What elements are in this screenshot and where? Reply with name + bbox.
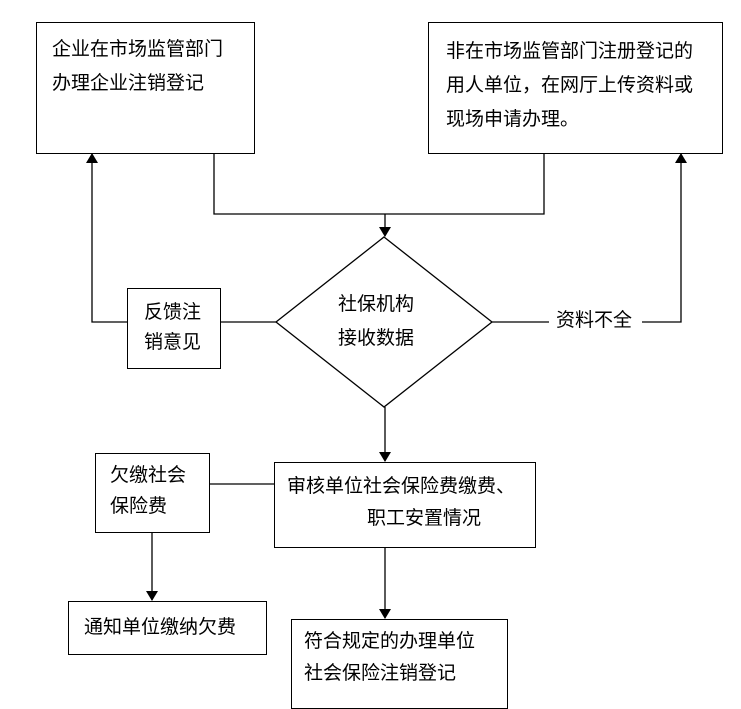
audit-box — [274, 462, 536, 548]
arrow-feedback-to-enterprise — [86, 153, 128, 323]
feedback-box-line1: 反馈注 — [144, 301, 202, 323]
decision-diamond — [274, 236, 494, 408]
compliant-deregistration-box — [291, 619, 508, 709]
connector-enterprise-merge — [213, 153, 545, 215]
enterprise-box-line2: 办理企业注销登记 — [52, 72, 205, 94]
arrow-incomplete-to-non-registered — [642, 153, 687, 323]
arrears-box-line2: 保险费 — [110, 495, 168, 517]
decision-line1: 社保机构 — [338, 293, 415, 315]
non-registered-box-line1: 非在市场监管部门注册登记的 — [446, 40, 694, 62]
non-registered-box-line3: 现场申请办理。 — [446, 108, 580, 130]
incomplete-materials-label: 资料不全 — [556, 309, 633, 331]
non-registered-employer-box — [428, 22, 723, 154]
notify-box-text: 通知单位缴纳欠费 — [84, 616, 237, 638]
audit-box-line2: 职工安置情况 — [367, 507, 482, 529]
enterprise-deregistration-box — [36, 22, 255, 154]
feedback-box-line2: 销意见 — [144, 331, 202, 353]
compliant-box-line2: 社会保险注销登记 — [304, 662, 457, 684]
non-registered-box-line2: 用人单位，在网厅上传资料或 — [446, 74, 694, 96]
compliant-box-line1: 符合规定的办理单位 — [304, 630, 476, 652]
enterprise-box-line1: 企业在市场监管部门 — [52, 38, 224, 60]
notify-payment-box — [68, 601, 267, 655]
feedback-box — [127, 288, 221, 369]
decision-line2: 接收数据 — [338, 327, 415, 349]
arrears-box — [95, 453, 210, 533]
arrears-box-line1: 欠缴社会 — [110, 464, 187, 486]
audit-box-line1: 审核单位社会保险费缴费、 — [287, 475, 516, 497]
